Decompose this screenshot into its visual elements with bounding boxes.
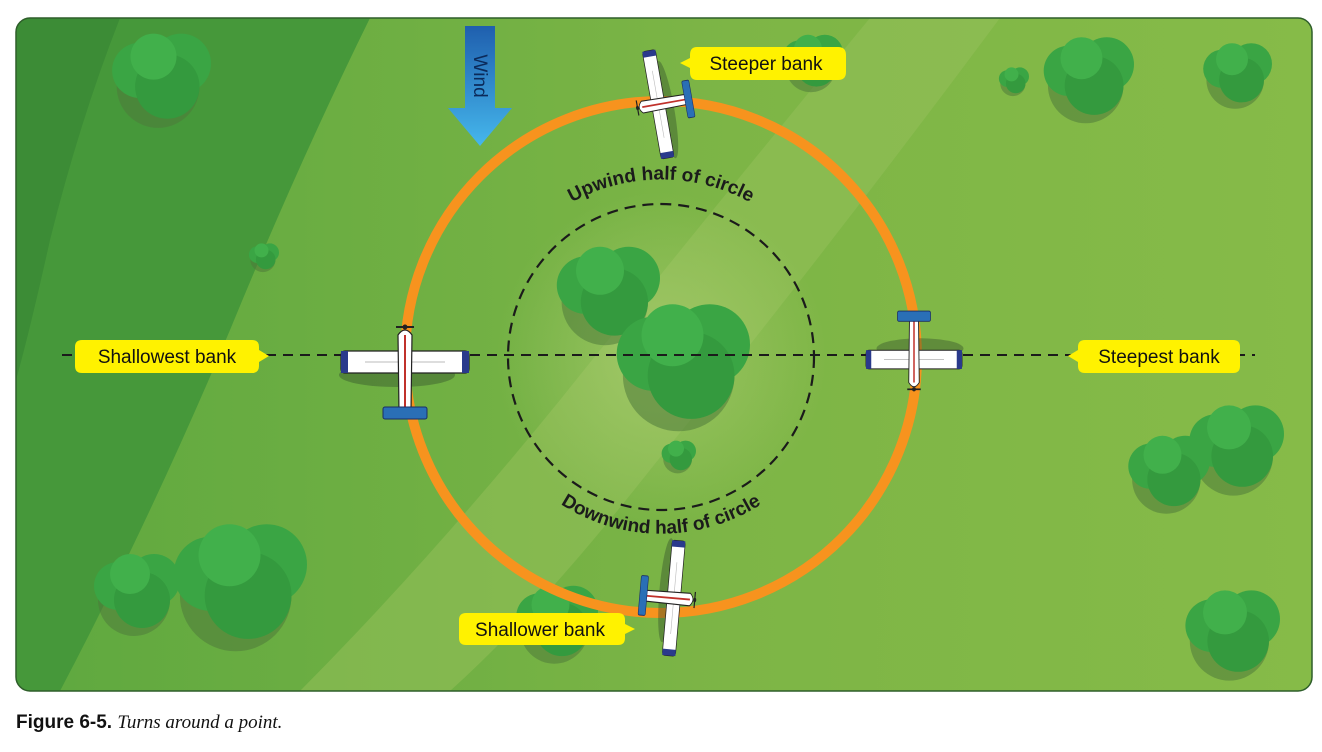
wind-label: Wind: [469, 54, 490, 97]
figure-number: Figure 6-5.: [16, 712, 113, 733]
callout-steeper-bank: Steeper bank: [680, 47, 846, 80]
steeper-bank-label: Steeper bank: [709, 54, 823, 75]
shallower-bank-label: Shallower bank: [475, 620, 605, 641]
reference-circle-dashed: [506, 202, 816, 512]
figure-caption: Figure 6-5. Turns around a point.: [16, 712, 282, 734]
field-border: [15, 17, 1313, 692]
steepest-bank-label: Steepest bank: [1098, 347, 1220, 368]
callout-shallower-bank: Shallower bank: [459, 613, 635, 645]
callout-shallowest-bank: Shallowest bank: [75, 340, 269, 373]
callout-steepest-bank: Steepest bank: [1068, 340, 1240, 373]
shallowest-bank-label: Shallowest bank: [98, 347, 237, 368]
wind-arrow-icon: Wind: [448, 26, 512, 146]
figure-caption-text: Turns around a point.: [117, 712, 283, 733]
